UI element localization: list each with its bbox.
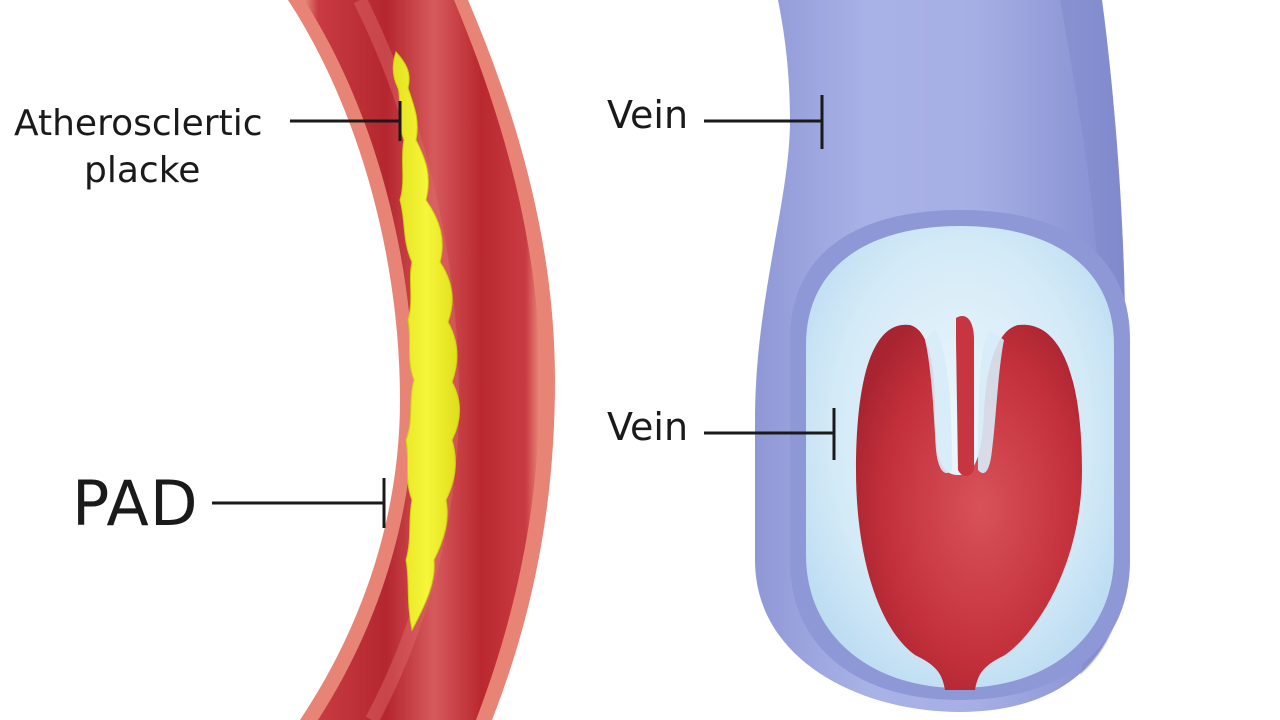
- vein-label-top: Vein: [607, 93, 689, 137]
- atherosclerotic-plaque-label: Atherosclertic placke: [14, 100, 263, 194]
- atherosclerotic-plaque: [392, 51, 460, 632]
- plaque-label-line1: Atherosclertic: [14, 103, 263, 144]
- vein-valve-gap-right: [978, 330, 1004, 474]
- pad-label: PAD: [72, 467, 199, 540]
- vein-label-bottom: Vein: [607, 405, 689, 449]
- vein-blood: [856, 324, 1082, 690]
- leader-lines: [212, 95, 836, 528]
- artery: [288, 0, 555, 720]
- leader-vein-top: [704, 95, 824, 149]
- leader-pad: [212, 478, 386, 528]
- vein: [755, 0, 1130, 712]
- leader-vein-bottom: [704, 408, 836, 460]
- plaque-label-line2: placke: [84, 150, 201, 191]
- vein-valve-center-leaflet: [956, 316, 974, 476]
- leader-plaque: [290, 101, 402, 141]
- vein-valve-gap-left: [925, 330, 952, 474]
